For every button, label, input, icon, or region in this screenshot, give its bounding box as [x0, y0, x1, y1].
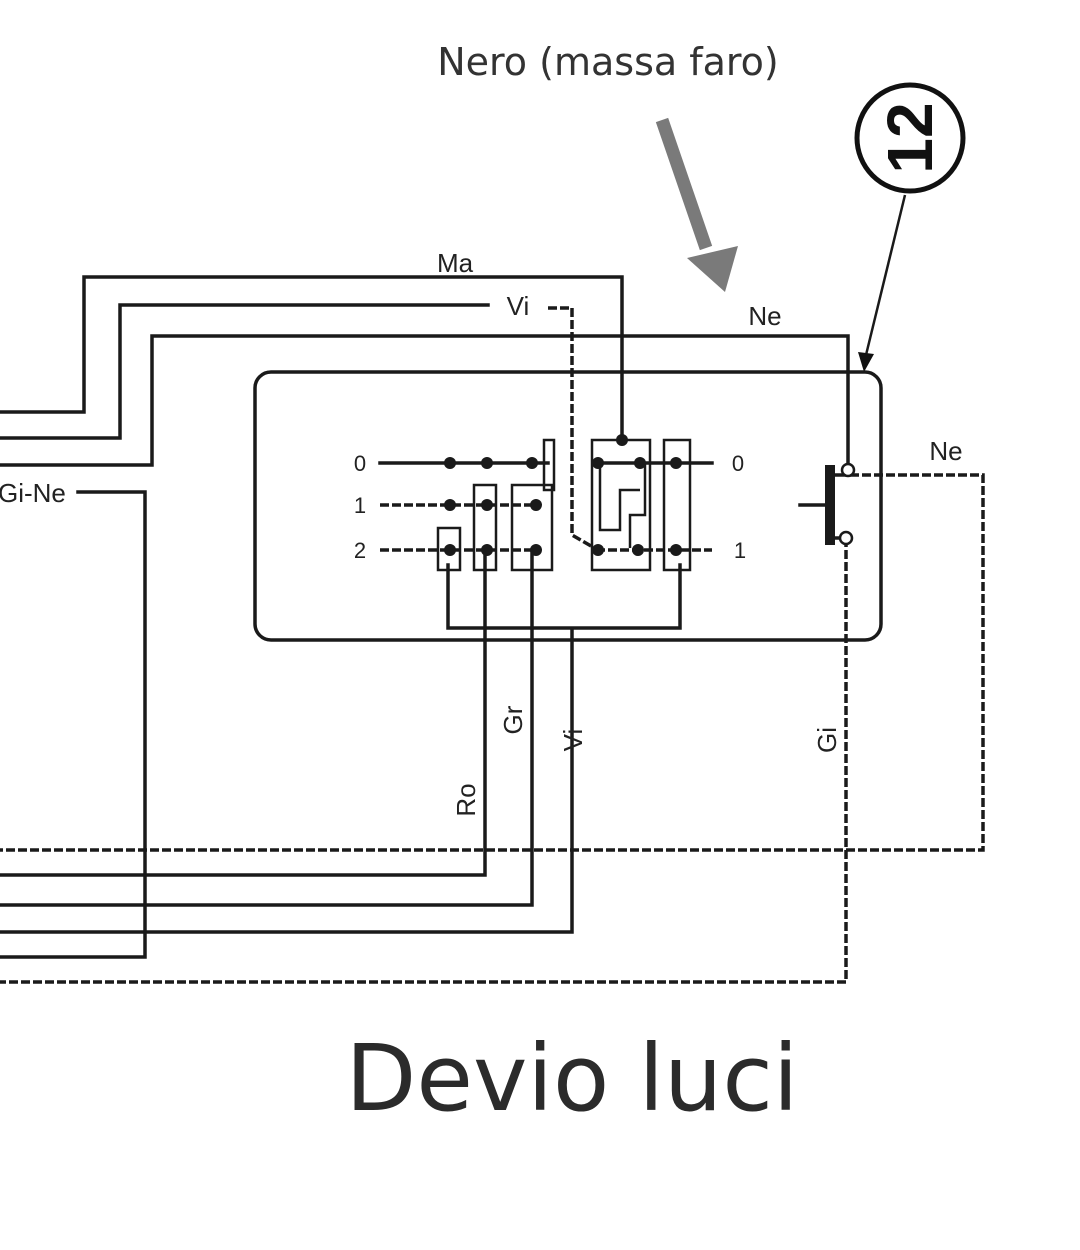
wire-label-ne-top: Ne — [748, 301, 781, 331]
position-right-1: 1 — [734, 538, 746, 563]
wire-label-gi: Gi — [812, 727, 842, 753]
wire-ne-top — [0, 334, 850, 472]
position-left-1: 1 — [354, 493, 366, 518]
callout-12: 12 — [854, 82, 966, 372]
wire-gi — [0, 538, 848, 984]
wire-vi-top-left — [0, 303, 490, 440]
wire-vi-bottom — [0, 628, 574, 934]
wire-label-gi-ne: Gi-Ne — [0, 478, 66, 508]
wire-vi-top-right — [548, 306, 599, 552]
wire-ne-right — [0, 473, 985, 852]
wire-gi-ne — [0, 490, 147, 959]
callout-leader-line — [864, 194, 907, 356]
annotation-arrow — [655, 117, 738, 292]
right-position-lines — [594, 461, 714, 552]
position-right-0: 0 — [732, 451, 744, 476]
wire-gr — [0, 548, 534, 907]
wire-label-vi-top: Vi — [507, 291, 530, 321]
wire-label-ne-right: Ne — [929, 436, 962, 466]
wire-label-gr: Gr — [498, 705, 528, 734]
wire-label-vi-bottom: Vi — [558, 729, 588, 752]
left-position-lines — [378, 461, 550, 552]
terminal-dots — [444, 434, 856, 556]
wire-ma — [0, 275, 624, 442]
annotation-label: Nero (massa faro) — [437, 40, 779, 84]
position-left-2: 2 — [354, 538, 366, 563]
wire-ro — [0, 548, 487, 877]
callout-number: 12 — [874, 102, 946, 173]
diagram-caption: Devio luci — [346, 1025, 799, 1132]
bus-bar — [446, 563, 682, 630]
switch-housing — [253, 370, 883, 642]
wire-label-ma: Ma — [437, 248, 474, 278]
position-left-0: 0 — [354, 451, 366, 476]
wire-label-ro: Ro — [451, 783, 481, 816]
